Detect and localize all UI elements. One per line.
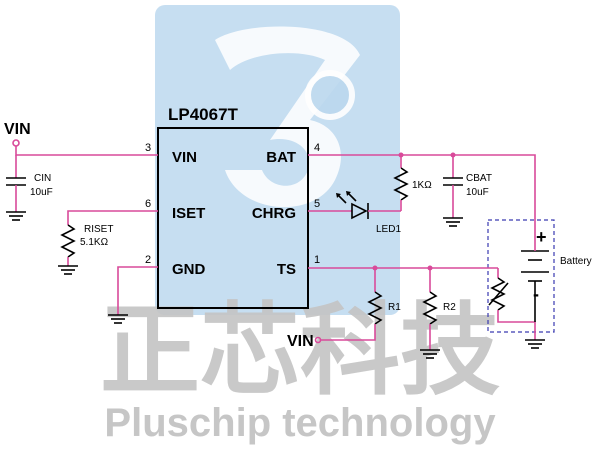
pin-name-iset: ISET xyxy=(172,205,205,222)
vin-r1-label: VIN xyxy=(287,333,314,350)
r1-label: R1 xyxy=(388,302,401,313)
led-label: LED1 xyxy=(376,224,401,235)
logo-watermark xyxy=(155,5,400,315)
wire-iset xyxy=(67,210,158,225)
cin-value-label: 10uF xyxy=(30,187,53,198)
battery-box xyxy=(487,219,555,333)
watermark-english: Pluschip technology xyxy=(104,401,496,445)
battery-minus-sign: - xyxy=(533,284,539,304)
riset-name-label: RISET xyxy=(84,224,113,235)
resistor-r1 xyxy=(320,268,383,341)
battery-label: Battery xyxy=(560,256,592,267)
riset-value-label: 5.1KΩ xyxy=(80,237,109,248)
capacitor-cin xyxy=(6,155,26,212)
thermistor xyxy=(488,268,509,311)
battery-symbol xyxy=(521,225,549,305)
chip-name: LP4067T xyxy=(168,105,239,124)
cbat-name-label: CBAT xyxy=(466,173,492,184)
pin-number-bat: 4 xyxy=(314,142,320,154)
resistor-led xyxy=(393,155,409,211)
resistor-led-value-label: 1KΩ xyxy=(412,180,432,191)
ground-ic xyxy=(108,314,128,324)
r2-label: R2 xyxy=(443,302,456,313)
ground-cin xyxy=(6,211,26,221)
pin-number-iset: 6 xyxy=(145,198,151,210)
pin-name-vin: VIN xyxy=(172,149,197,166)
pin-number-vin: 3 xyxy=(145,142,151,154)
pin-number-chrg: 5 xyxy=(314,198,320,210)
wire-bat xyxy=(308,154,536,225)
wire-vin xyxy=(15,146,158,156)
ground-battery xyxy=(525,339,545,349)
cin-name-label: CIN xyxy=(34,173,51,184)
resistor-r2 xyxy=(422,268,438,350)
vin-input-label: VIN xyxy=(4,121,31,138)
cbat-value-label: 10uF xyxy=(466,187,489,198)
pin-name-chrg: CHRG xyxy=(252,205,296,222)
wire-battery-ground xyxy=(497,310,536,340)
pin-name-bat: BAT xyxy=(266,149,296,166)
ground-r2 xyxy=(420,349,440,359)
resistor-riset xyxy=(60,224,76,266)
battery-plus-sign: + xyxy=(536,227,547,247)
pin-number-gnd: 2 xyxy=(145,254,151,266)
led-diode xyxy=(336,191,401,220)
ground-riset xyxy=(58,265,78,275)
ground-cbat xyxy=(443,217,463,227)
capacitor-cbat xyxy=(443,155,463,218)
pin-name-ts: TS xyxy=(277,261,296,278)
pin-number-ts: 1 xyxy=(314,254,320,266)
ic-body xyxy=(157,127,309,309)
vin-r1-terminal xyxy=(314,336,322,344)
pin-name-gnd: GND xyxy=(172,261,206,278)
wire-gnd xyxy=(117,266,158,315)
vin-input-terminal xyxy=(12,139,20,147)
